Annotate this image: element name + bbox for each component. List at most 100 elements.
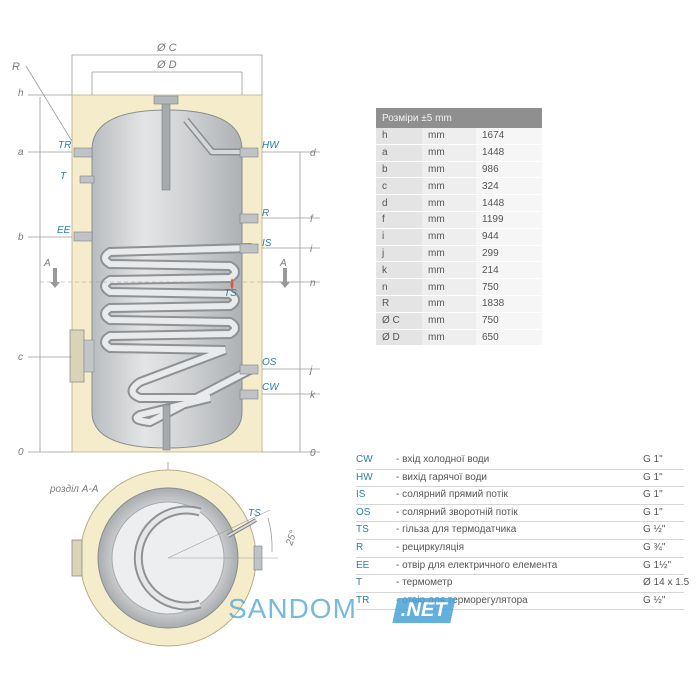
dim-value-cell: 986 (476, 161, 542, 179)
legend-thread-spec: G ½" (643, 594, 666, 606)
port-cw-nipple (239, 389, 259, 400)
dim-unit-cell: mm (422, 194, 476, 212)
anode-rod (161, 99, 171, 191)
dim-key-cell: f (376, 211, 422, 229)
dim-unit-cell: mm (422, 211, 476, 229)
dim-unit-cell: mm (422, 329, 476, 347)
dim-value-cell: 1448 (476, 194, 542, 212)
legend-row: HW - вихід гарячої води G 1" (356, 470, 684, 488)
legend-description: - отвір для терморегулятора (396, 594, 528, 606)
section-angle-label: 25° (284, 529, 299, 548)
dim-value-cell: 299 (476, 245, 542, 263)
legend-code: HW (356, 471, 373, 483)
legend-row: R - рециркуляція G ¾" (356, 540, 684, 558)
dim-unit-cell: mm (422, 245, 476, 263)
solar-coil (100, 243, 255, 428)
section-arrows (50, 268, 290, 288)
dim-unit-cell: mm (422, 161, 476, 179)
dim-unit-cell: mm (422, 228, 476, 246)
dim-unit-cell: mm (422, 177, 476, 196)
dim-value-cell: 750 (476, 278, 542, 296)
port-os-label: OS (262, 357, 277, 368)
dim-unit-cell: mm (422, 144, 476, 162)
dim-oc-label: Ø C (156, 42, 177, 54)
left-dimension-lines (28, 94, 72, 453)
dim-unit-cell: mm (422, 312, 476, 330)
dim-key-cell: b (376, 161, 422, 179)
legend-thread-spec: G 1" (643, 506, 663, 518)
dim-key-cell: R (376, 295, 422, 313)
dim-f-label: f (310, 214, 314, 225)
dim-i-label: i (310, 244, 313, 255)
legend-row: TR - отвір для терморегулятора G ½" (356, 593, 684, 611)
dim-value-cell: 944 (476, 228, 542, 246)
legend-thread-spec: G 1" (643, 489, 663, 501)
legend-description: - отвір для електричного елемента (396, 559, 558, 571)
section-view (71, 462, 278, 647)
dim-b-label: b (18, 232, 24, 243)
dim-value-cell: 750 (476, 312, 542, 330)
legend-thread-spec: G 1" (643, 454, 663, 465)
legend-code: EE (356, 559, 370, 571)
dim-key-cell: d (376, 194, 422, 212)
flange-plate (69, 329, 85, 383)
dim-key-cell: Ø D (376, 329, 422, 347)
top-dimension-lines (71, 54, 263, 110)
section-marker-left: A (43, 258, 51, 269)
dim-value-cell: 1838 (476, 295, 542, 313)
dim-n-label: n (310, 278, 316, 289)
dim-h-label: h (18, 88, 24, 99)
legend-description: - гільза для термодатчика (396, 524, 517, 536)
dim-unit-cell: mm (422, 295, 476, 313)
watermark-brand: SANDOM (228, 593, 357, 624)
port-r-nipple (239, 213, 259, 224)
legend-thread-spec: G 1" (643, 471, 663, 483)
legend-code: R (356, 541, 364, 553)
port-is-label: IS (262, 238, 272, 249)
legend-thread-spec: G ¾" (643, 541, 666, 553)
dim-j-label: j (308, 365, 313, 376)
dim-value-cell: 214 (476, 261, 542, 280)
dim-key-cell: Ø C (376, 312, 422, 330)
tank-side-view (69, 94, 263, 453)
section-aa-label: розділ A-A (49, 484, 99, 495)
port-r-label: R (262, 208, 269, 219)
port-hw-nipple (239, 147, 259, 158)
legend-code: TR (356, 594, 370, 606)
dim-k-label: k (310, 390, 316, 401)
legend-description: - вхід холодної води (396, 454, 490, 465)
dim-value-cell: 1448 (476, 144, 542, 162)
port-cw-label: CW (262, 382, 280, 393)
dim-value-cell: 324 (476, 177, 542, 196)
dim-unit-cell: mm (422, 261, 476, 280)
ts-sensor-drop (230, 278, 234, 290)
legend-description: - солярний зворотній потік (396, 506, 518, 518)
port-t-label: T (60, 171, 67, 182)
right-dimension-lines (262, 151, 320, 453)
dim-unit-cell: mm (422, 128, 476, 145)
legend-thread-spec: G 1½" (643, 559, 672, 571)
legend-description: - рециркуляція (396, 541, 464, 553)
legend-code: T (356, 577, 363, 589)
legend-code: OS (356, 506, 371, 518)
dim-d-label: d (310, 148, 316, 159)
legend-description: - вихід гарячої води (396, 471, 487, 483)
dim-key-cell: j (376, 245, 422, 263)
